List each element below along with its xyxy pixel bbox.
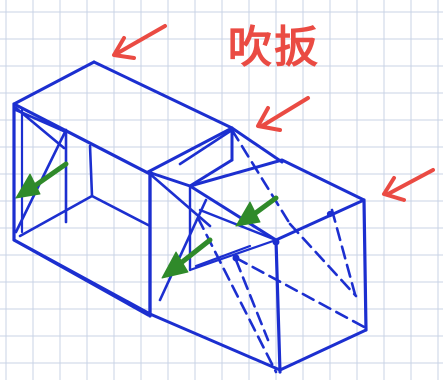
red-arrow-top-left: [114, 26, 165, 58]
hidden-edge-f: [236, 258, 366, 328]
annotation-text: 吹扳: [228, 22, 320, 73]
junction-dot-1: [233, 255, 239, 261]
junction-dot-2: [273, 239, 279, 245]
middle-frame-top-right: [232, 128, 282, 162]
hidden-edge-b: [290, 224, 356, 296]
wireframe-structure: [14, 62, 366, 372]
right-box-front-right-post: [364, 200, 366, 330]
green-arrow-left-frame: [16, 164, 66, 198]
left-box-inner-post-2: [90, 146, 92, 196]
red-arrow-middle: [258, 98, 308, 130]
left-box-top-edge-back: [14, 62, 94, 104]
junction-dot-3: [327, 211, 332, 216]
left-box-top-edge-far: [94, 62, 232, 128]
right-box-front-left-post: [276, 240, 280, 372]
right-box-floor-edge-2: [196, 246, 250, 266]
left-box-bottom-edge: [14, 240, 148, 315]
green-arrow-center-upper: [236, 198, 276, 226]
